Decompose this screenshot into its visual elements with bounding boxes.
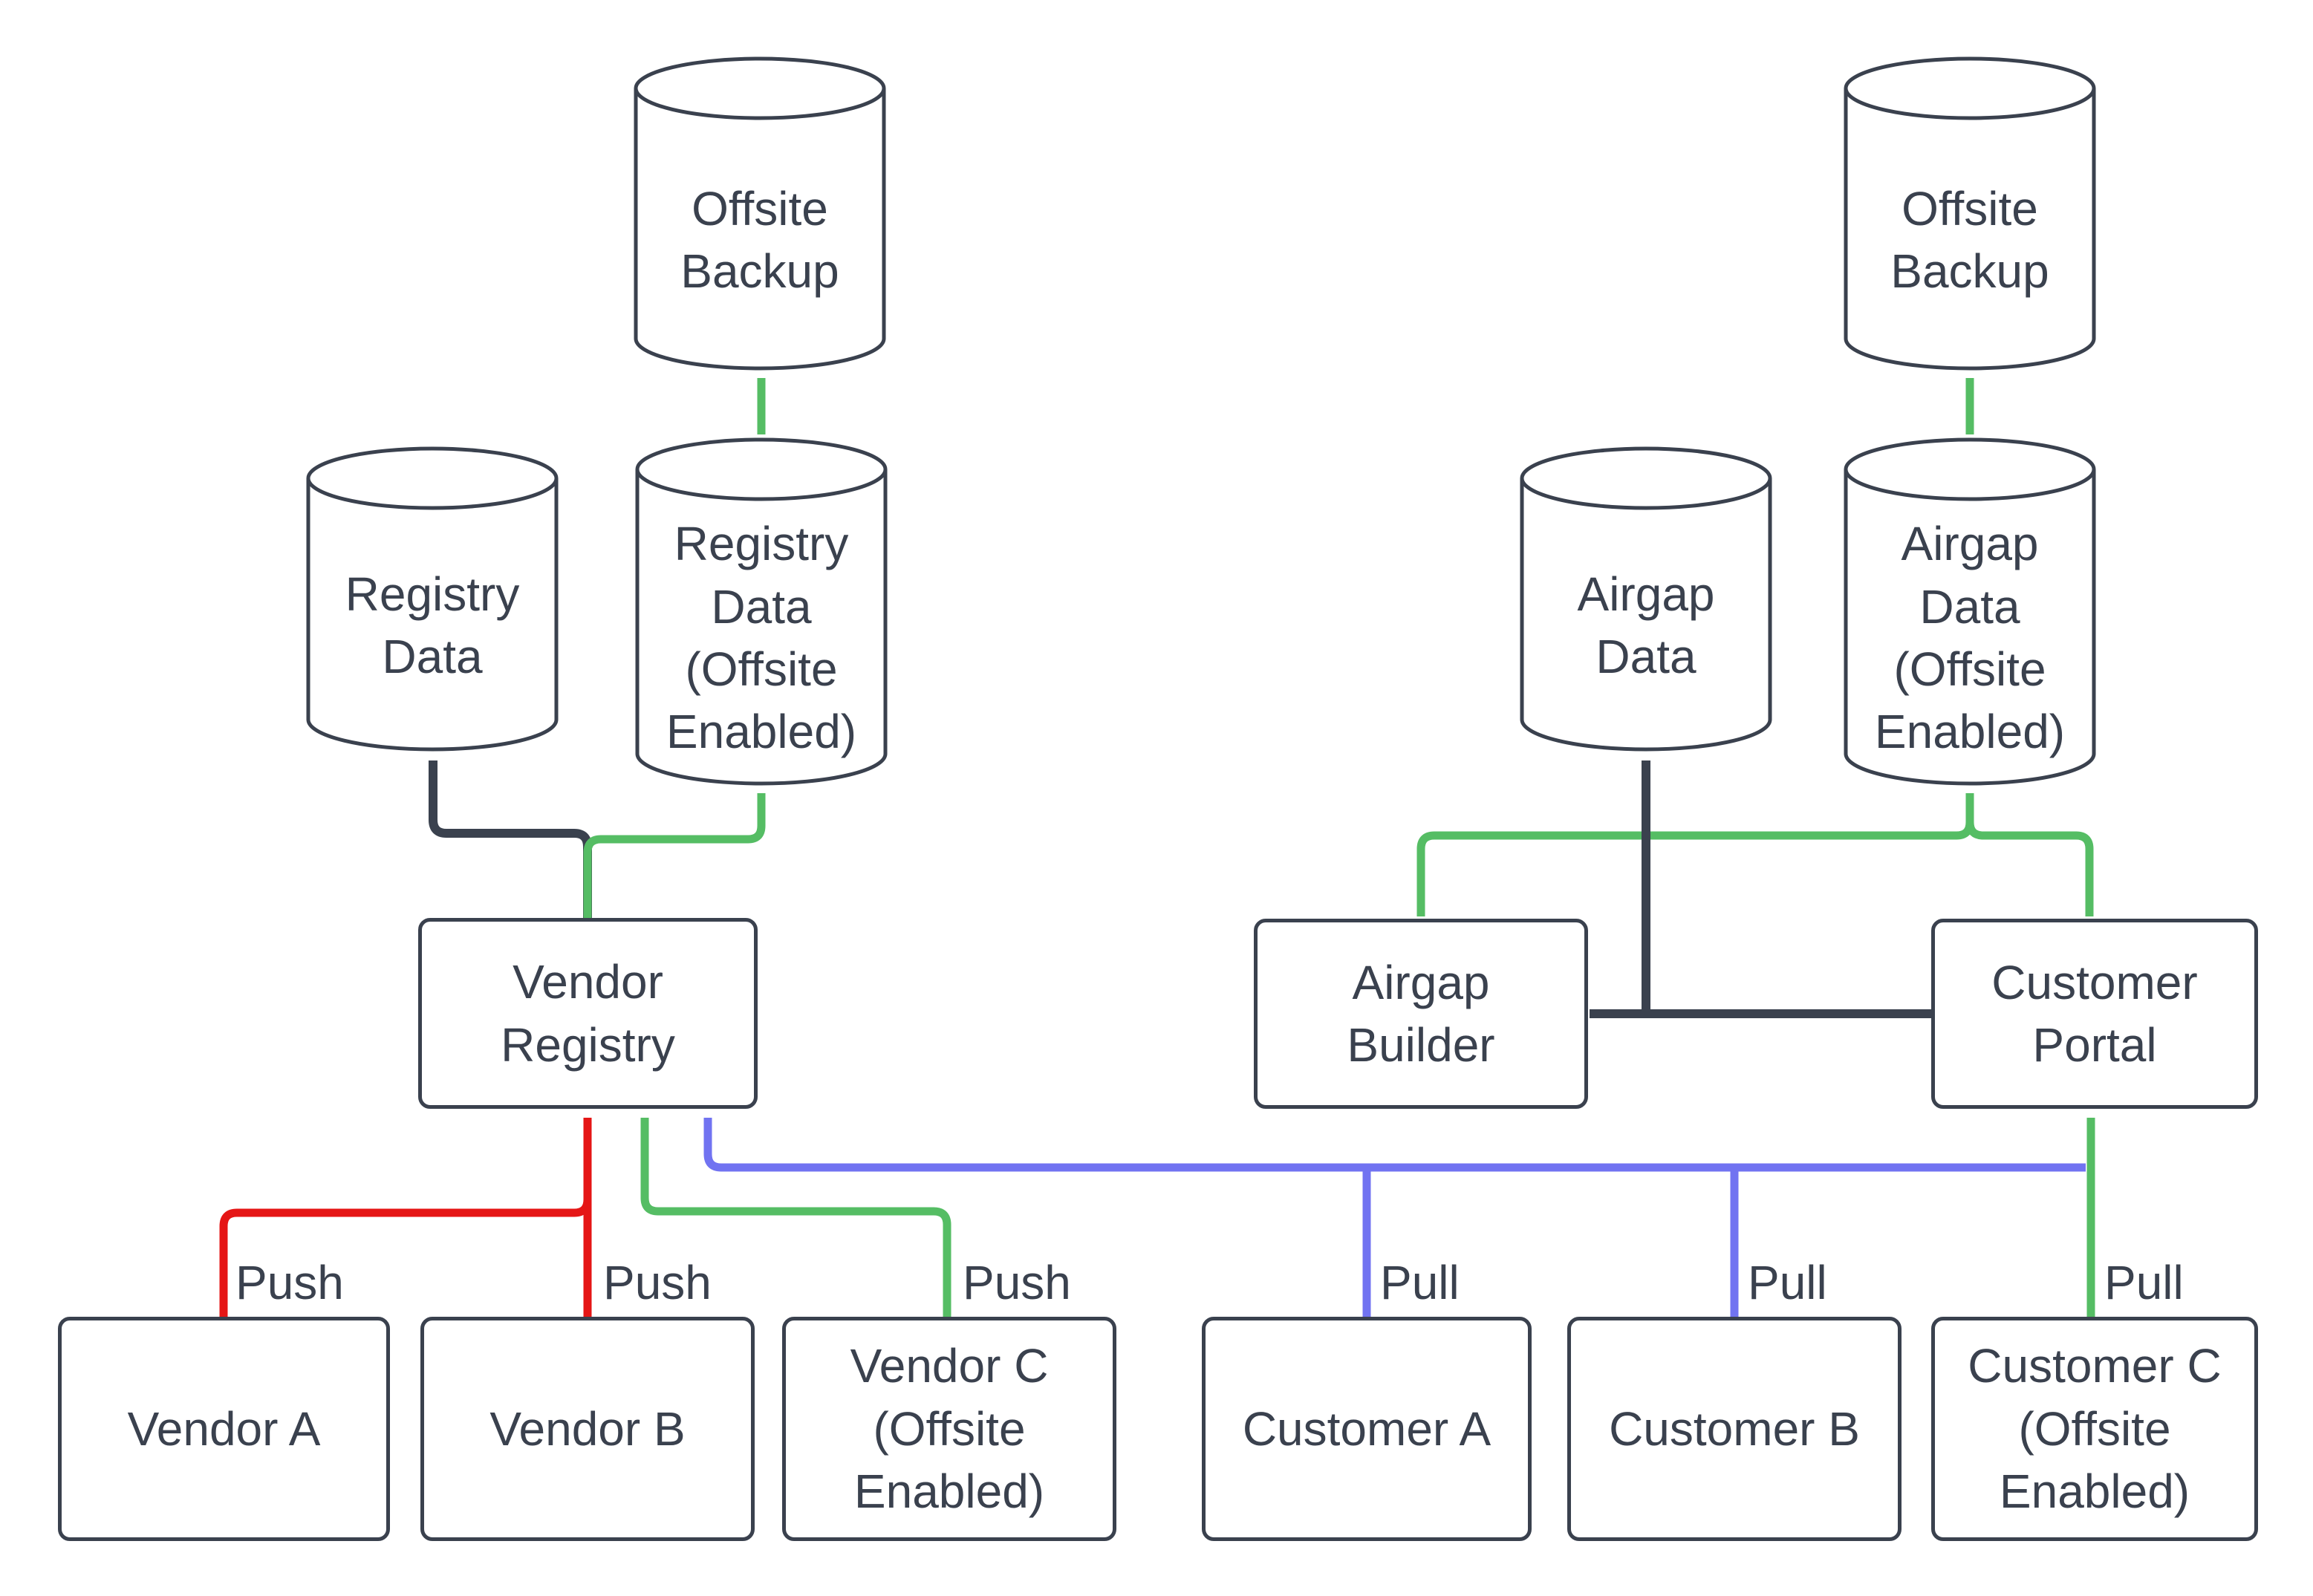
node-label: Vendor Registry (501, 955, 675, 1072)
edge-label-push-vendor-b: Push (603, 1256, 712, 1309)
edge-label-pull-customer-c: Pull (2104, 1256, 2184, 1309)
node-label: Registry Data (Offsite Enabled) (666, 517, 857, 759)
node-airgap-data-offsite: Airgap Data (Offsite Enabled) (1844, 437, 2096, 786)
node-vendor-a: Vendor A (58, 1317, 390, 1541)
node-label: Airgap Data (Offsite Enabled) (1874, 517, 2066, 759)
node-label: Offsite Backup (680, 181, 839, 298)
node-label: Vendor B (489, 1401, 686, 1456)
cylinder-shape-icon (1520, 446, 1772, 752)
node-label: Customer Portal (1991, 955, 2198, 1072)
node-label: Vendor C (Offsite Enabled) (850, 1339, 1049, 1519)
node-label: Registry Data (345, 567, 520, 683)
node-label: Airgap Builder (1347, 955, 1495, 1072)
node-vendor-b: Vendor B (420, 1317, 755, 1541)
edge-label-pull-customer-a: Pull (1380, 1256, 1460, 1309)
cylinder-shape-icon (1844, 437, 2096, 786)
node-label: Customer B (1609, 1401, 1860, 1456)
node-label: Customer A (1242, 1401, 1491, 1456)
edge-customer-pull-trunk (703, 1118, 2086, 1172)
node-offsite-backup-left: Offsite Backup (634, 56, 886, 371)
edge-vendor-registry-to-registry-data-offsite (583, 793, 766, 923)
edge-customer-portal-to-airgap-data-offsite (1965, 793, 2094, 916)
edge-vendor-registry-to-registry-data (429, 760, 592, 923)
cylinder-shape-icon (306, 446, 559, 752)
node-customer-b: Customer B (1567, 1317, 1902, 1541)
node-airgap-builder: Airgap Builder (1254, 919, 1588, 1109)
node-registry-data-offsite: Registry Data (Offsite Enabled) (635, 437, 888, 786)
node-airgap-data: Airgap Data (1520, 446, 1772, 752)
edge-vendor-c-push (640, 1118, 951, 1319)
cylinder-shape-icon (634, 56, 886, 371)
node-label: Customer C (Offsite Enabled) (1968, 1339, 2222, 1519)
node-customer-a: Customer A (1202, 1317, 1532, 1541)
node-offsite-backup-right: Offsite Backup (1844, 56, 2096, 371)
cylinder-shape-icon (1844, 56, 2096, 371)
node-label: Offsite Backup (1890, 181, 2049, 298)
edge-airgap-builder-to-airgap-data-offsite (1416, 793, 1974, 916)
node-customer-c: Customer C (Offsite Enabled) (1931, 1317, 2258, 1541)
edge-label-push-vendor-c: Push (963, 1256, 1071, 1309)
node-registry-data: Registry Data (306, 446, 559, 752)
node-label: Airgap Data (1577, 567, 1715, 683)
node-vendor-registry: Vendor Registry (418, 918, 758, 1109)
edge-label-push-vendor-a: Push (235, 1256, 344, 1309)
cylinder-shape-icon (635, 437, 888, 786)
node-customer-portal: Customer Portal (1931, 919, 2258, 1109)
node-vendor-c: Vendor C (Offsite Enabled) (782, 1317, 1116, 1541)
edge-label-pull-customer-b: Pull (1748, 1256, 1827, 1309)
node-label: Vendor A (127, 1401, 321, 1456)
